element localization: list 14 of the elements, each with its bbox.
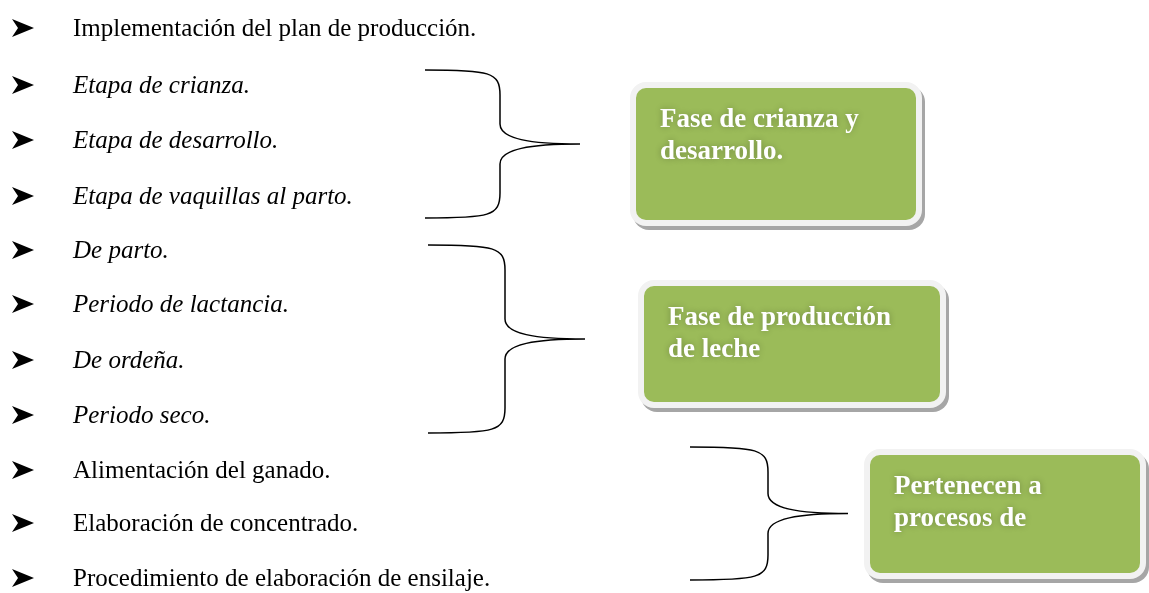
box-text: Fase de producción de leche bbox=[668, 300, 892, 364]
list-item: Periodo de lactancia. bbox=[73, 289, 289, 319]
box-text: Pertenecen a procesos de bbox=[894, 469, 1043, 533]
list-item: Etapa de crianza. bbox=[73, 70, 251, 100]
list-item: Alimentación del ganado. bbox=[73, 455, 331, 485]
list-item: Etapa de vaquillas al parto. bbox=[73, 181, 353, 211]
list-item: Procedimiento de elaboración de ensilaje. bbox=[73, 563, 491, 593]
list-item: Periodo seco. bbox=[73, 400, 211, 430]
list-item: De ordeña. bbox=[73, 345, 185, 375]
list-item: De parto. bbox=[73, 235, 169, 265]
list-item: Etapa de desarrollo. bbox=[73, 125, 279, 155]
list-item: Implementación del plan de producción. bbox=[73, 13, 477, 43]
box-text: Fase de crianza y desarrollo. bbox=[660, 102, 860, 166]
list-item: Elaboración de concentrado. bbox=[73, 508, 359, 538]
